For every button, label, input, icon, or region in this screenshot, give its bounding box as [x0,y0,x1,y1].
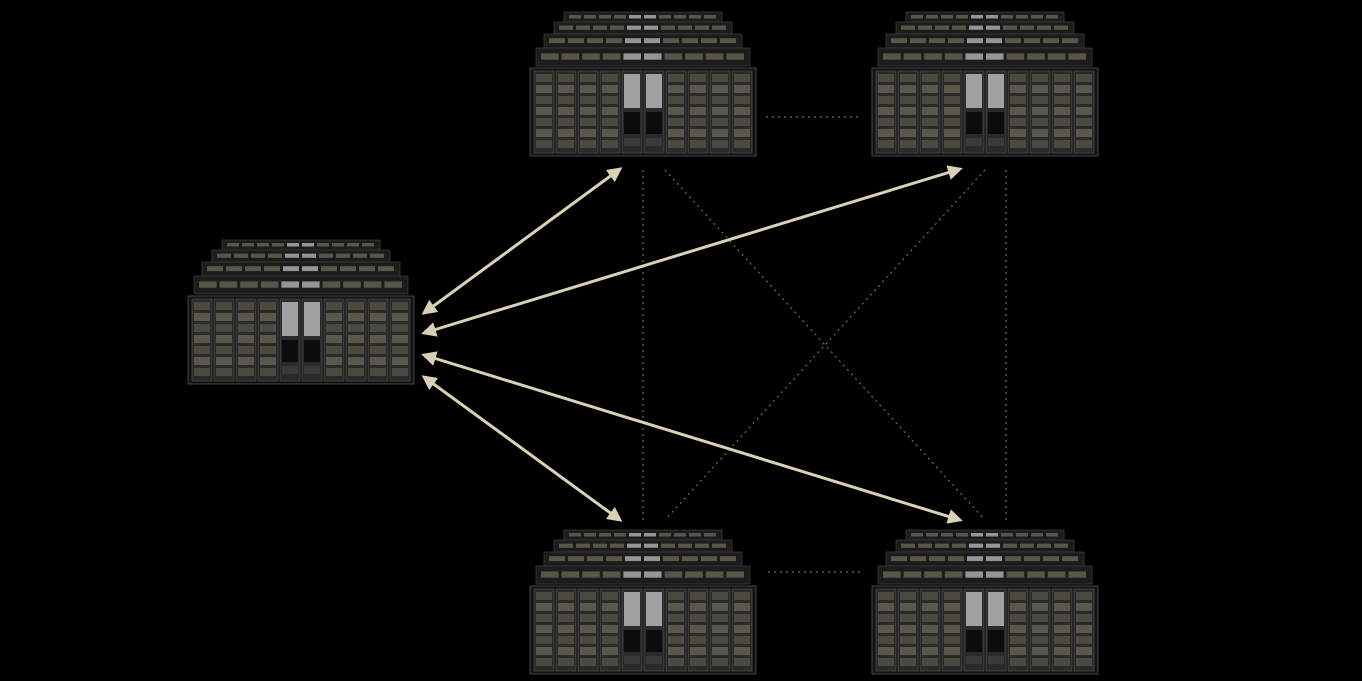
server-cluster-hub [187,239,415,385]
solid-links [421,165,963,524]
link-arrow-hub-bottom-right [421,351,963,524]
server-cluster-icon [529,11,757,157]
server-cluster-top-left [529,11,757,157]
link-arrow-hub-top-left [421,167,623,315]
server-cluster-bottom-left [529,529,757,675]
server-cluster-icon [871,529,1099,675]
server-cluster-icon [871,11,1099,157]
server-cluster-bottom-right [871,529,1099,675]
server-cluster-icon [529,529,757,675]
link-arrow-hub-bottom-left [421,375,623,522]
server-cluster-top-right [871,11,1099,157]
server-cluster-icon [187,239,415,385]
server-nodes [187,11,1099,675]
link-arrow-hub-top-right [421,165,963,337]
dotted-links [642,116,1007,573]
